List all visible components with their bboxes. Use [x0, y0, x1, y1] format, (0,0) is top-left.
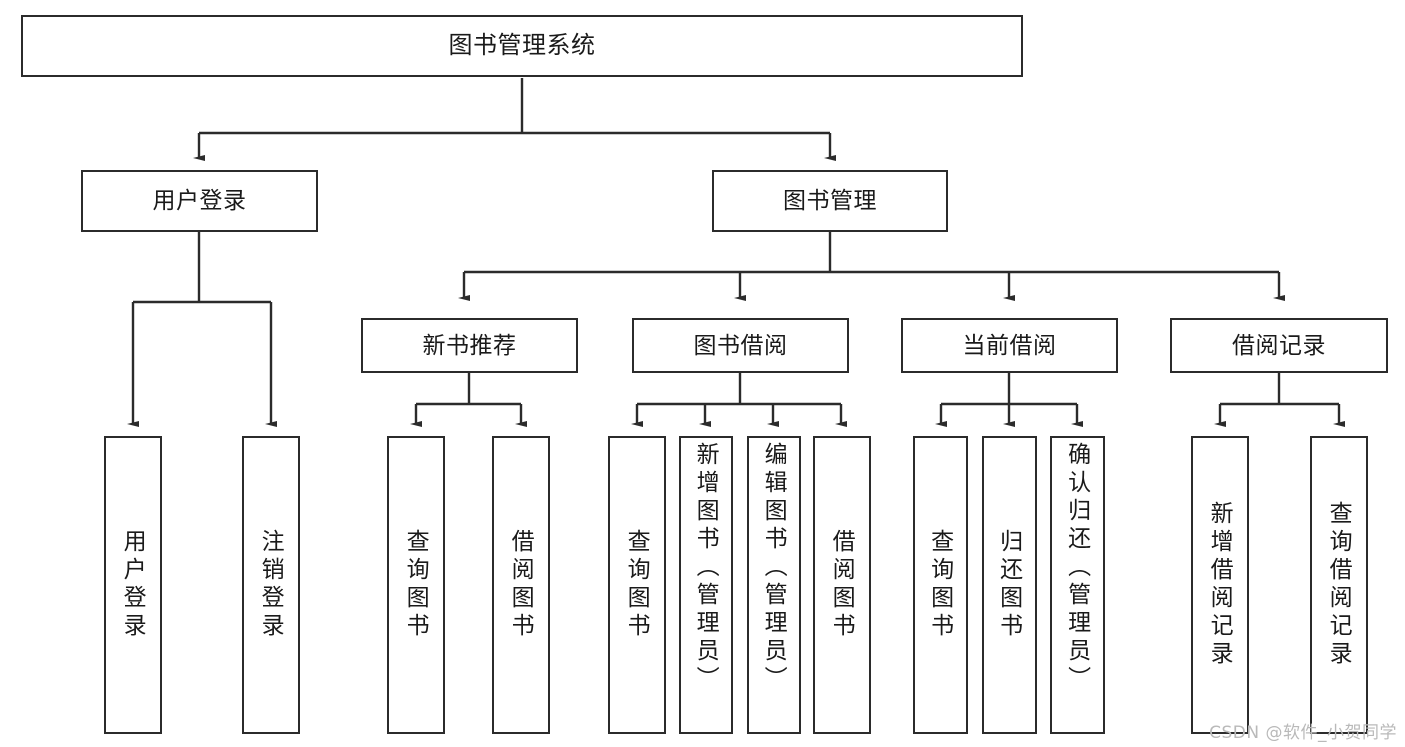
- leaf-bb-borrow-book[interactable]: 借阅图书: [813, 436, 871, 734]
- node-root-label: 图书管理系统: [448, 31, 596, 59]
- node-borrow-record-label: 借阅记录: [1232, 331, 1326, 358]
- leaf-user-login-label: 用户登录: [120, 529, 147, 641]
- node-new-book-recommend-label: 新书推荐: [422, 331, 517, 358]
- node-root-book-management-system[interactable]: 图书管理系统: [21, 15, 1023, 77]
- leaf-bb-borrow-book-label: 借阅图书: [829, 529, 856, 641]
- leaf-bb-edit-book-admin-label: 编辑图书（管理员）: [761, 442, 788, 694]
- node-user-login[interactable]: 用户登录: [81, 170, 318, 232]
- node-book-borrow-label: 图书借阅: [693, 331, 788, 358]
- leaf-user-login[interactable]: 用户登录: [104, 436, 162, 734]
- leaf-br-query-record[interactable]: 查询借阅记录: [1310, 436, 1368, 734]
- node-book-management[interactable]: 图书管理: [712, 170, 948, 232]
- node-current-borrow-label: 当前借阅: [962, 331, 1057, 358]
- leaf-cb-query-book-label: 查询图书: [927, 529, 954, 641]
- leaf-nb-query-book-label: 查询图书: [403, 529, 430, 641]
- leaf-bb-add-book-admin[interactable]: 新增图书（管理员）: [679, 436, 733, 734]
- leaf-br-add-record-label: 新增借阅记录: [1207, 501, 1234, 669]
- node-new-book-recommend[interactable]: 新书推荐: [361, 318, 578, 373]
- leaf-cb-return-book-label: 归还图书: [996, 529, 1023, 641]
- leaf-br-query-record-label: 查询借阅记录: [1326, 501, 1353, 669]
- leaf-cb-confirm-return-admin-label: 确认归还（管理员）: [1064, 442, 1091, 694]
- leaf-bb-add-book-admin-label: 新增图书（管理员）: [693, 442, 720, 694]
- leaf-bb-query-book[interactable]: 查询图书: [608, 436, 666, 734]
- leaf-br-add-record[interactable]: 新增借阅记录: [1191, 436, 1249, 734]
- node-book-management-label: 图书管理: [783, 187, 877, 214]
- leaf-logout-label: 注销登录: [258, 529, 285, 641]
- leaf-nb-borrow-book-label: 借阅图书: [508, 529, 535, 641]
- leaf-logout[interactable]: 注销登录: [242, 436, 300, 734]
- leaf-cb-return-book[interactable]: 归还图书: [982, 436, 1037, 734]
- csdn-watermark: CSDN @软件_小贺同学: [1209, 723, 1397, 743]
- leaf-cb-confirm-return-admin[interactable]: 确认归还（管理员）: [1050, 436, 1105, 734]
- leaf-bb-edit-book-admin[interactable]: 编辑图书（管理员）: [747, 436, 801, 734]
- leaf-bb-query-book-label: 查询图书: [624, 529, 651, 641]
- node-book-borrow[interactable]: 图书借阅: [632, 318, 849, 373]
- leaf-nb-query-book[interactable]: 查询图书: [387, 436, 445, 734]
- node-current-borrow[interactable]: 当前借阅: [901, 318, 1118, 373]
- node-user-login-label: 用户登录: [152, 187, 247, 214]
- node-borrow-record[interactable]: 借阅记录: [1170, 318, 1388, 373]
- leaf-nb-borrow-book[interactable]: 借阅图书: [492, 436, 550, 734]
- leaf-cb-query-book[interactable]: 查询图书: [913, 436, 968, 734]
